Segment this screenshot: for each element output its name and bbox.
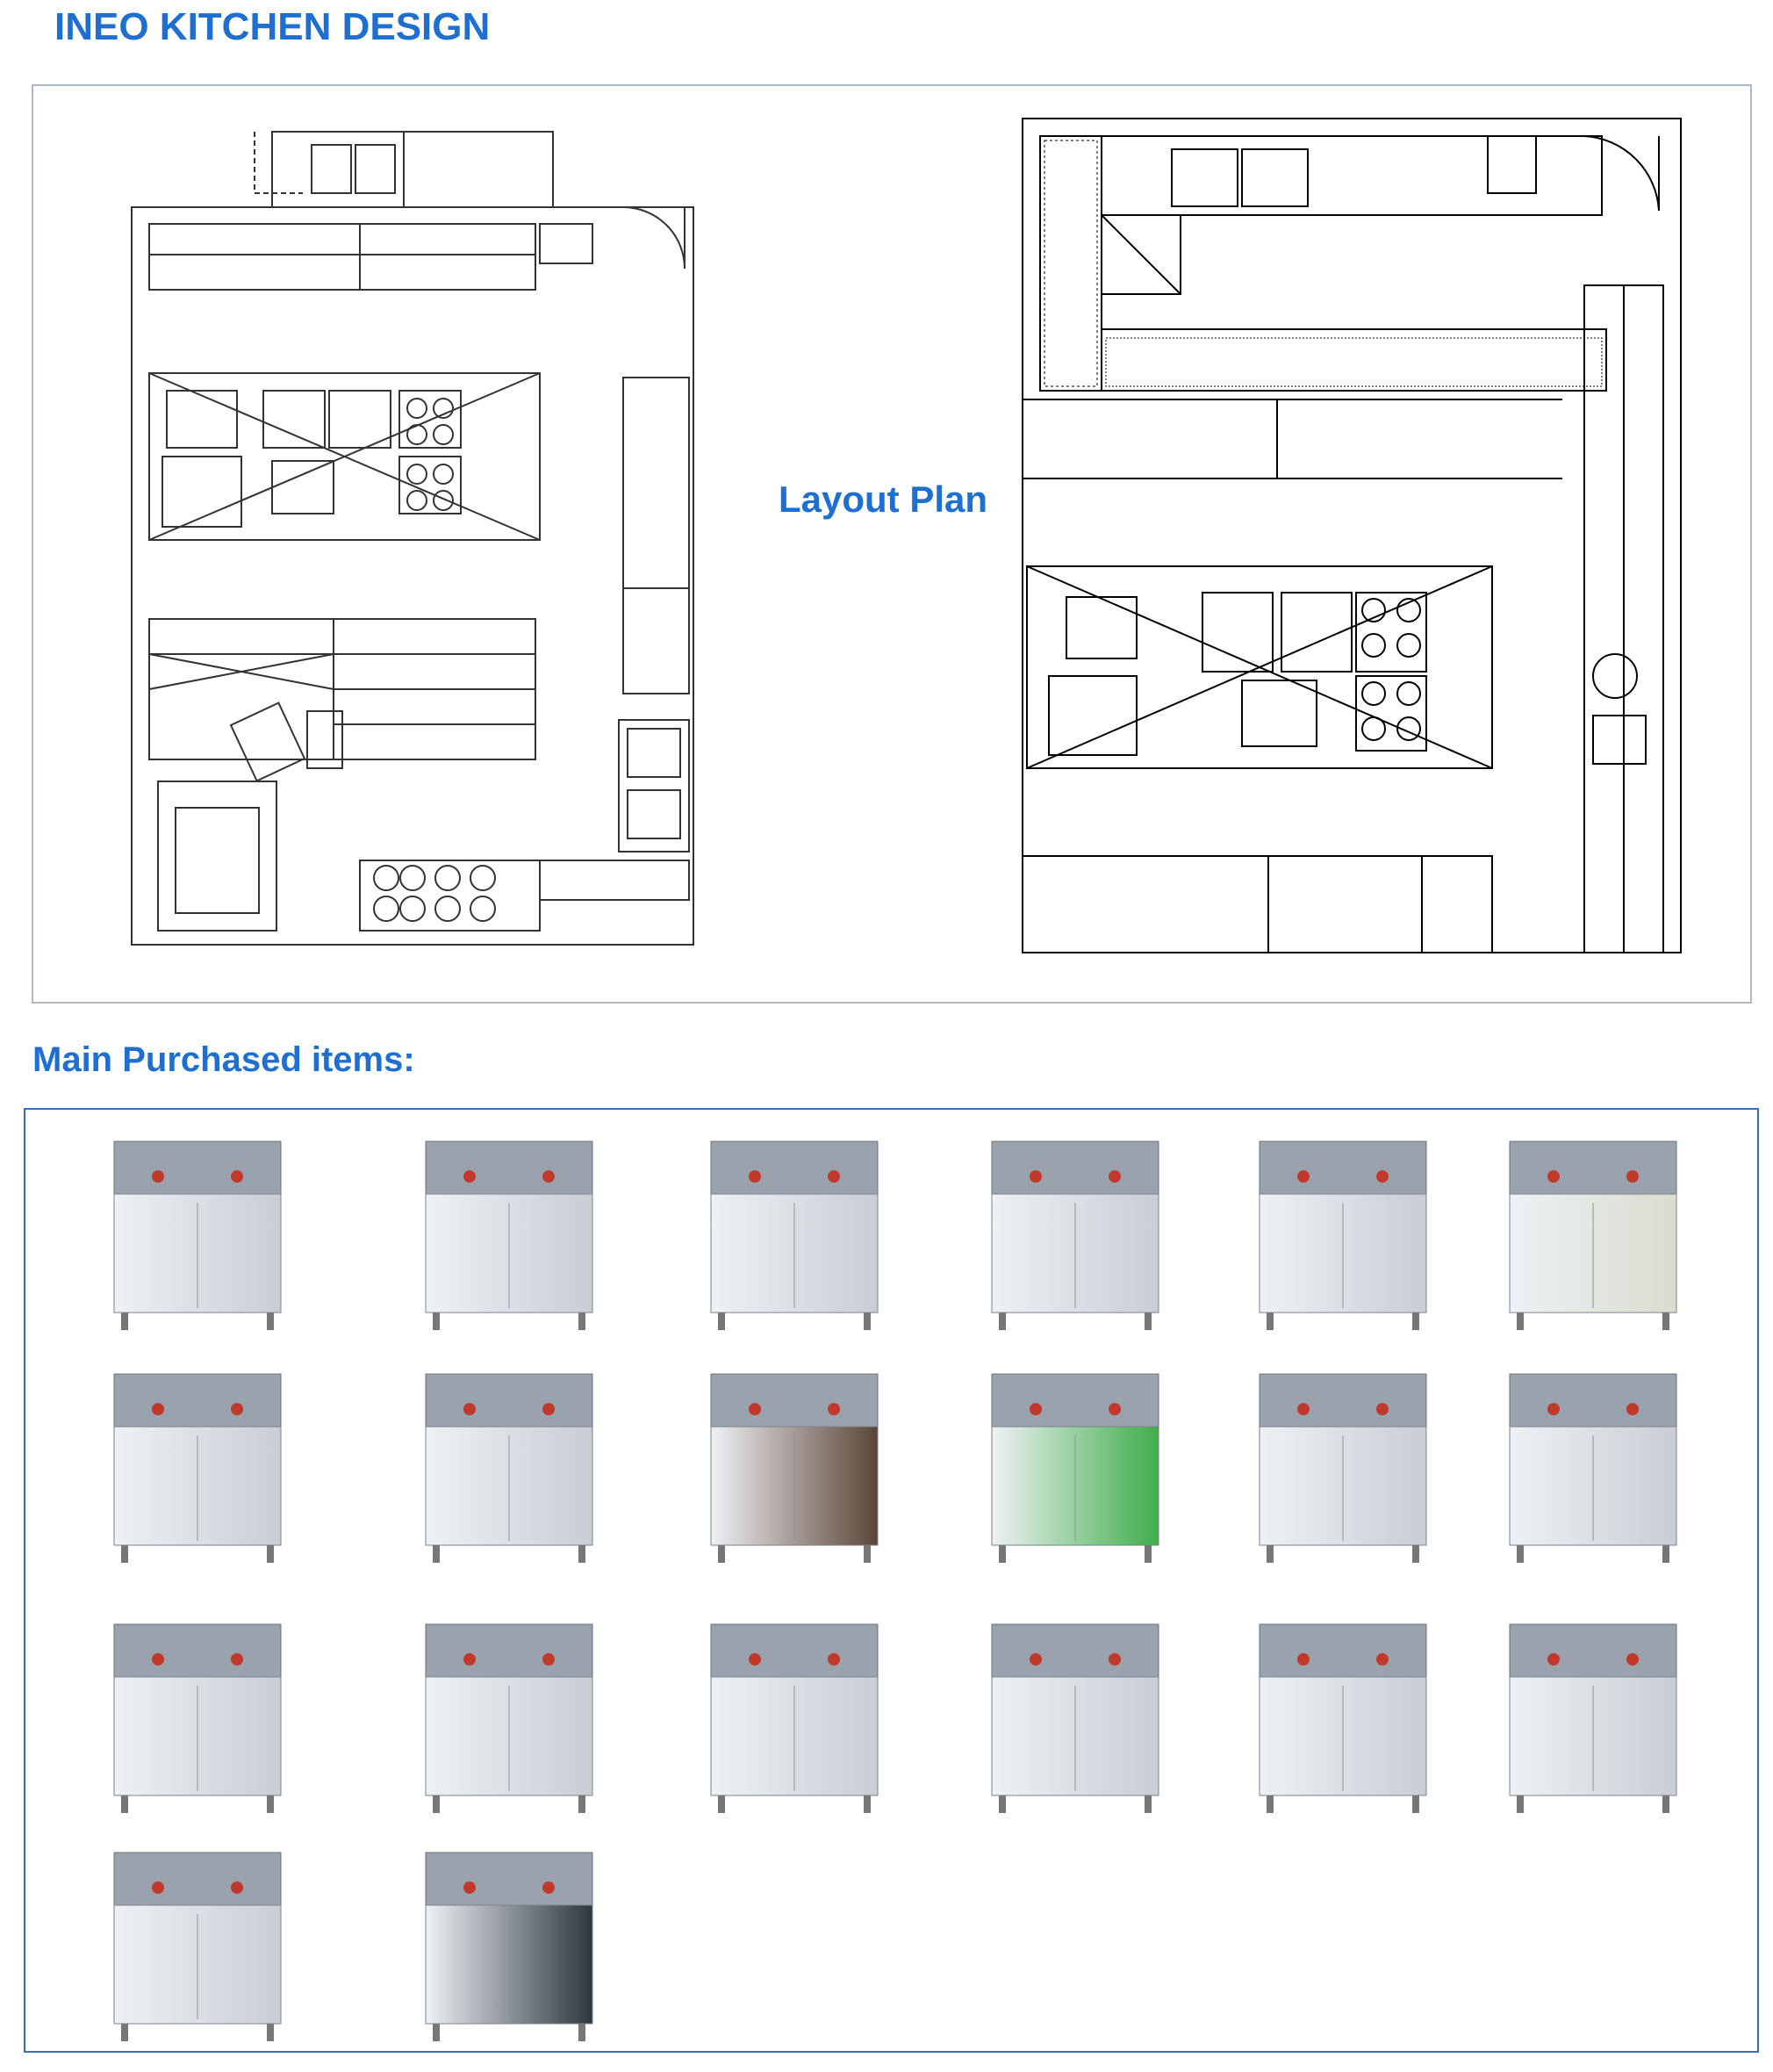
food-carrier (408, 1835, 610, 2046)
spiral-mixer (1242, 1356, 1444, 1567)
kitchen-plan-right (1022, 118, 1682, 953)
work-cabinet (97, 1607, 298, 1817)
cold-room (1492, 1124, 1694, 1335)
electric-4-plate-cooker-oven (408, 1124, 610, 1335)
kitchen-plan-left (131, 131, 694, 946)
dishwasher (693, 1607, 895, 1817)
juice-dispenser (974, 1356, 1176, 1567)
items-section-title: Main Purchased items: (32, 1040, 415, 1079)
layout-plan-label: Layout Plan (779, 478, 988, 520)
tray-trolley (97, 1835, 298, 2046)
bain-marie-cabinet (408, 1356, 610, 1567)
shawarma-machine (974, 1607, 1176, 1817)
layout-plan-panel (32, 84, 1752, 1004)
tilting-pan (974, 1124, 1176, 1335)
fryer-cabinet (97, 1356, 298, 1567)
salamander (1242, 1607, 1444, 1817)
purchased-items-panel (24, 1108, 1759, 2053)
double-sink (1492, 1356, 1694, 1567)
lava-grill-cabinet (693, 1124, 895, 1335)
griddle-cabinet (97, 1124, 298, 1335)
exhaust-hood (1492, 1607, 1694, 1817)
refrigerated-prep-counter (1242, 1124, 1444, 1335)
ice-maker (693, 1356, 895, 1567)
deck-oven (408, 1607, 610, 1817)
page-title: INEO KITCHEN DESIGN (54, 5, 491, 48)
